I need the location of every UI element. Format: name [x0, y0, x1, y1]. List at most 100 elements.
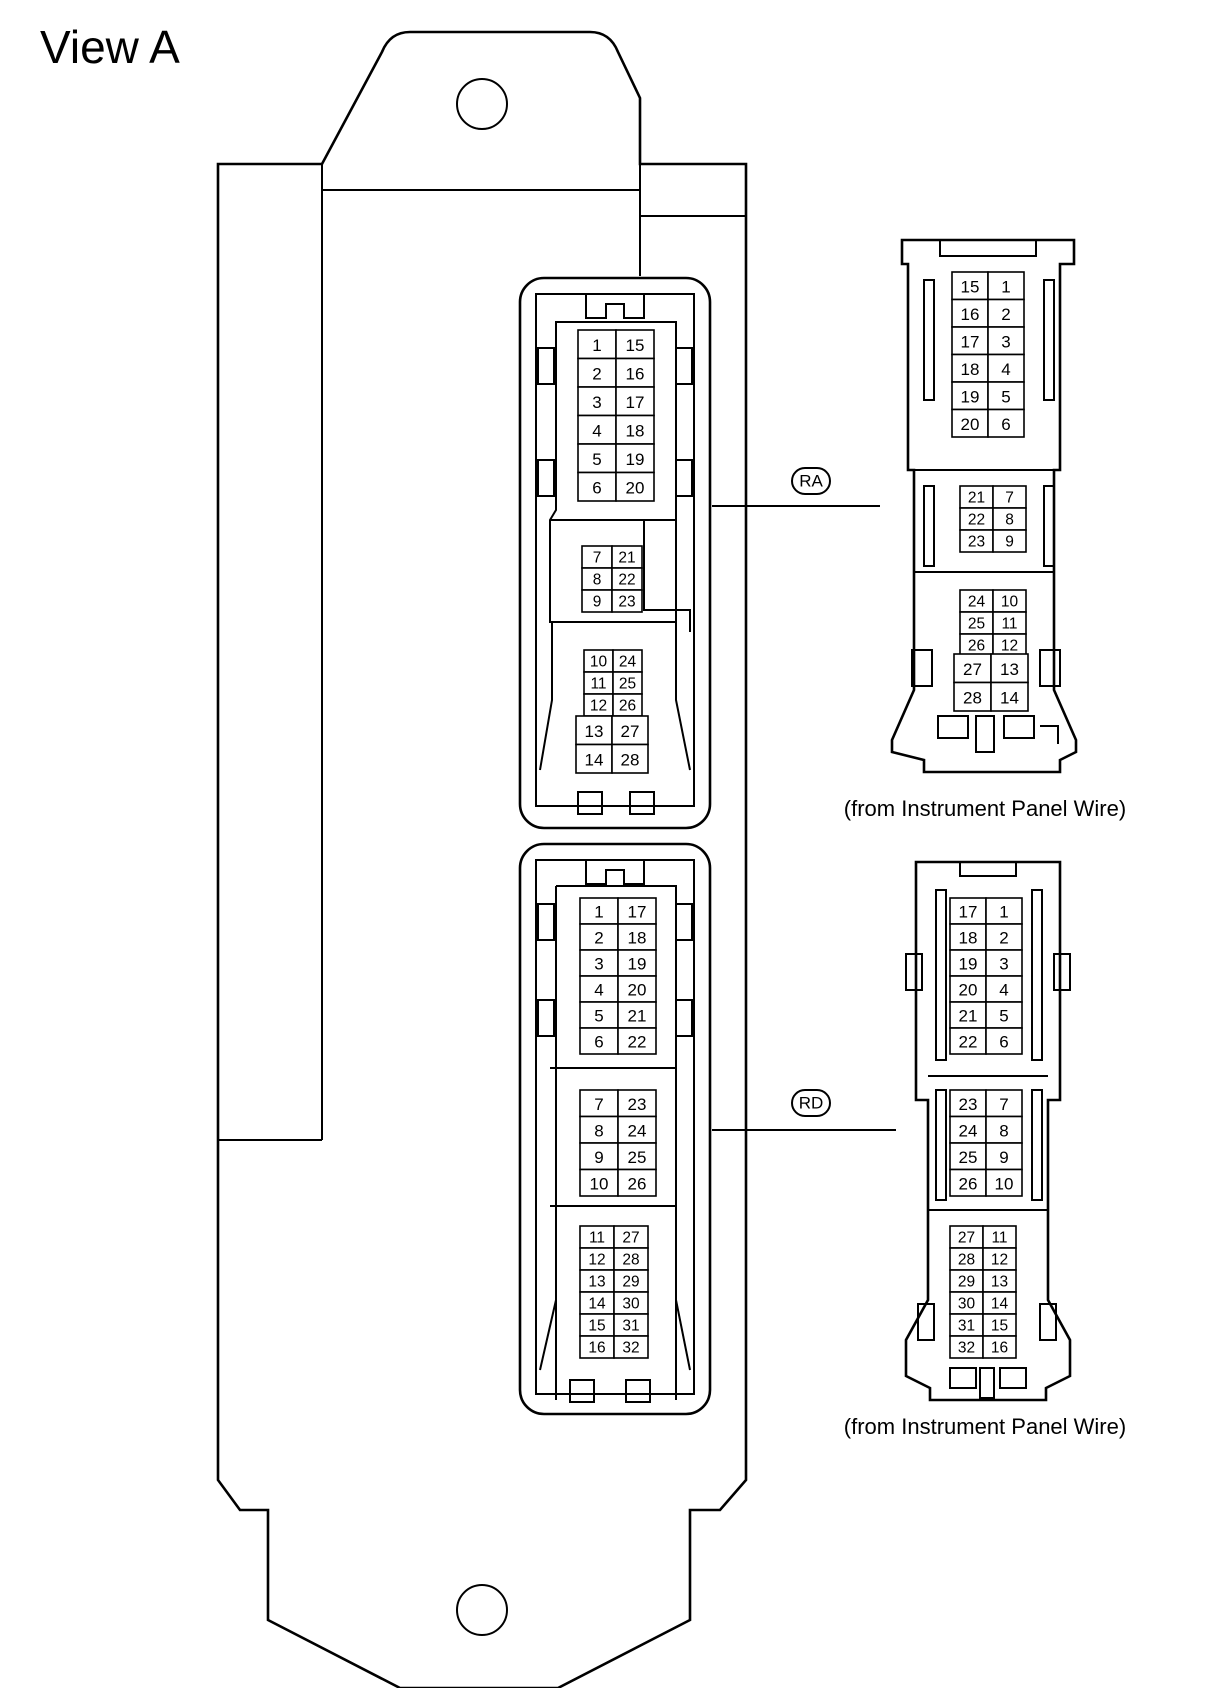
pin-number: 16: [626, 364, 645, 383]
pin-cell: [985, 949, 1023, 977]
pin-number: 9: [999, 1148, 1008, 1167]
pin-cell: [615, 329, 655, 360]
pin-number: 5: [999, 1007, 1008, 1026]
pin-number: 13: [1000, 660, 1019, 679]
pin-cell: [985, 897, 1023, 925]
pin-cell: [990, 653, 1029, 684]
pin-cell: [987, 408, 1025, 438]
pin-cell: [579, 923, 619, 951]
pin-cell: [951, 353, 989, 383]
pin-cell: [613, 1335, 649, 1359]
pin-cell: [579, 949, 619, 977]
pin-number: 15: [961, 277, 980, 296]
pin-number: 9: [593, 594, 602, 611]
pin-number: 23: [618, 594, 635, 611]
pin-number: 10: [590, 1174, 609, 1193]
pin-number: 28: [621, 750, 640, 769]
pin-cell: [985, 1142, 1023, 1171]
ecu-connector-rd: [518, 842, 712, 1416]
pin-number: 24: [628, 1121, 647, 1140]
pin-number: 12: [588, 1252, 605, 1269]
pin-number: 22: [968, 512, 985, 529]
pin-cell: [949, 1168, 987, 1197]
pin-cell: [951, 381, 989, 411]
pin-number: 25: [628, 1148, 647, 1167]
pin-number: 4: [592, 421, 601, 440]
ra-badge: [791, 467, 831, 495]
pin-number: 13: [991, 1274, 1008, 1291]
pin-number: 21: [968, 490, 985, 507]
pin-number: 4: [999, 981, 1008, 1000]
pin-number: 20: [626, 478, 645, 497]
pin-number: 11: [589, 1230, 605, 1247]
pin-cell: [617, 1168, 657, 1197]
pin-number: 11: [1001, 616, 1017, 633]
pin-number: 18: [961, 360, 980, 379]
pin-cell: [985, 1027, 1023, 1055]
pin-number: 18: [626, 421, 645, 440]
page-title: View A: [40, 21, 180, 73]
pin-number: 23: [959, 1095, 978, 1114]
pin-number: 7: [999, 1095, 1008, 1114]
pin-cell: [579, 1168, 619, 1197]
pin-number: 16: [991, 1340, 1008, 1357]
pin-number: 31: [622, 1318, 639, 1335]
pin-number: 6: [1001, 415, 1010, 434]
pin-number: 29: [958, 1274, 975, 1291]
pin-number: 15: [626, 336, 645, 355]
pin-cell: [579, 1001, 619, 1029]
pin-number: 18: [628, 929, 647, 948]
pin-number: 24: [968, 594, 986, 611]
pin-cell: [611, 715, 649, 746]
pin-number: 2: [594, 929, 603, 948]
pin-number: 22: [959, 1033, 978, 1052]
pin-number: 32: [958, 1340, 975, 1357]
pin-number: 8: [999, 1121, 1008, 1140]
ra-caption: (from Instrument Panel Wire): [844, 796, 1126, 821]
ecu-connector-ra: [518, 276, 712, 830]
pin-number: 19: [961, 387, 980, 406]
pin-cell: [990, 681, 1029, 712]
pin-number: 27: [958, 1230, 975, 1247]
pin-cell: [611, 589, 643, 613]
pin-cell: [579, 1027, 619, 1055]
pin-number: 20: [628, 981, 647, 1000]
pin-number: 4: [594, 981, 603, 1000]
pin-number: 6: [999, 1033, 1008, 1052]
pin-number: 25: [959, 1148, 978, 1167]
pin-number: 14: [585, 750, 604, 769]
pin-number: 22: [618, 572, 635, 589]
pin-cell: [982, 1335, 1017, 1359]
harness-connector-rd: [904, 860, 1072, 1402]
pin-cell: [949, 897, 987, 925]
pin-cell: [985, 1001, 1023, 1029]
pin-cell: [615, 386, 655, 417]
pin-number: 26: [628, 1174, 647, 1193]
pin-number: 1: [592, 336, 601, 355]
pin-cell: [617, 897, 657, 925]
pin-number: 17: [628, 903, 647, 922]
pin-number: 11: [991, 1230, 1007, 1247]
ecu-body: [216, 30, 748, 1688]
pin-number: 21: [618, 550, 635, 567]
pin-number: 1: [594, 903, 603, 922]
pin-cell: [949, 1115, 987, 1144]
pin-number: 12: [590, 698, 607, 715]
pin-number: 18: [959, 929, 978, 948]
pin-cell: [615, 443, 655, 474]
pin-number: 13: [588, 1274, 605, 1291]
pin-cell: [949, 975, 987, 1003]
pin-number: 29: [622, 1274, 639, 1291]
pin-number: 21: [628, 1007, 647, 1026]
